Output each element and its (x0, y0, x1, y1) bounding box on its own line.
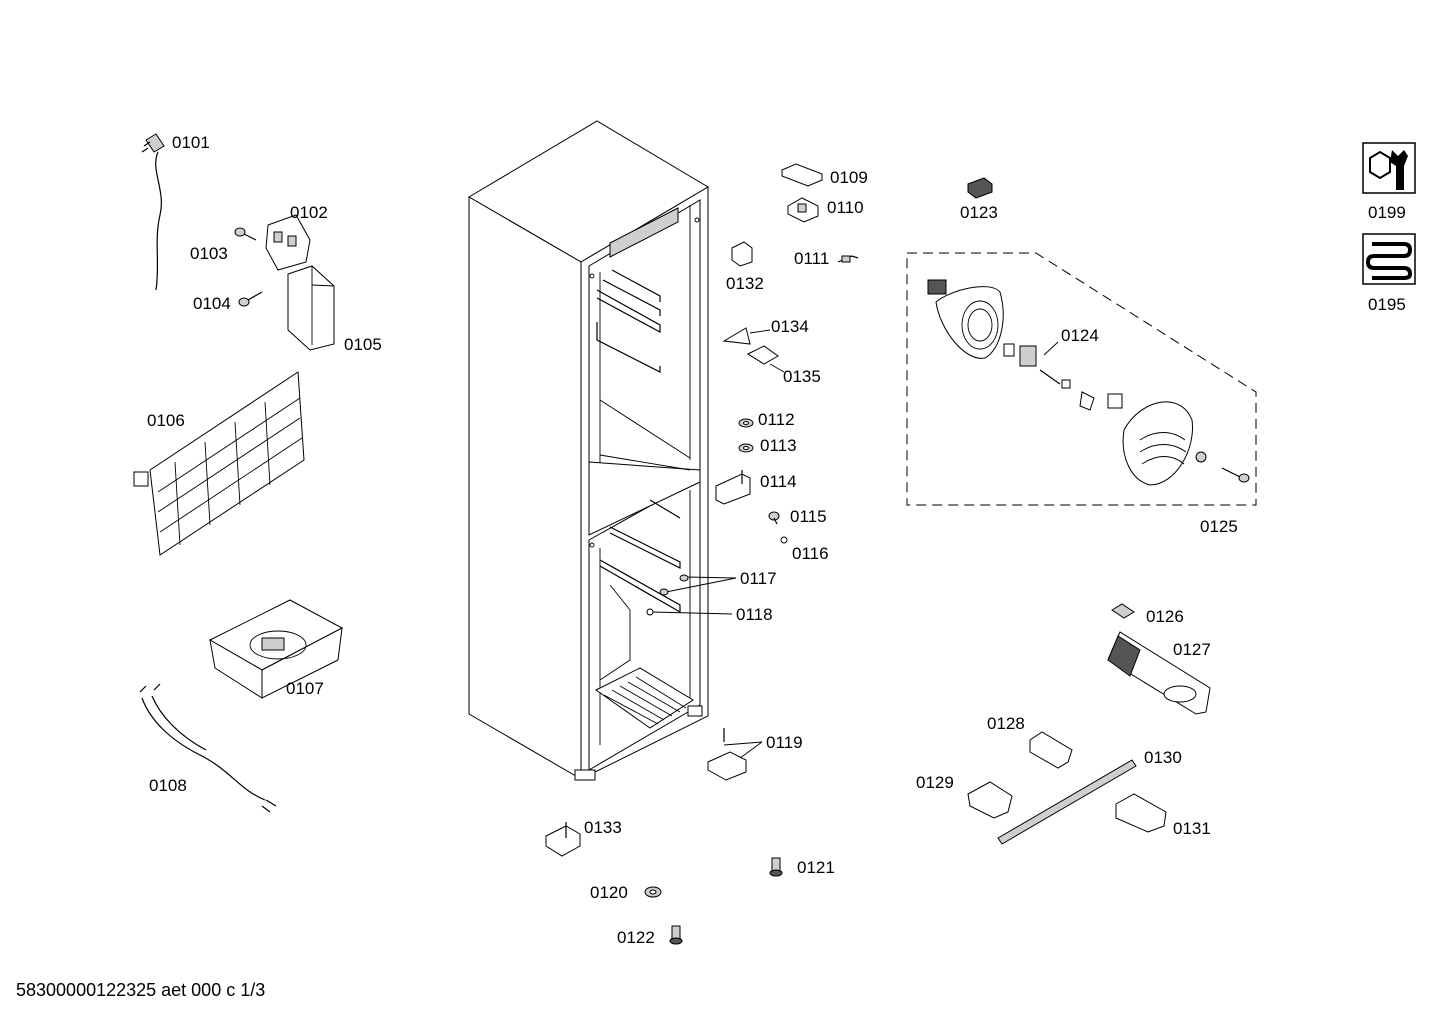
document-footer: 58300000122325 aet 000 c 1/3 (16, 980, 266, 1000)
label-0104: 0104 (193, 294, 231, 313)
label-0131: 0131 (1173, 819, 1211, 838)
label-0134: 0134 (771, 317, 809, 336)
condenser-grille-part (133, 371, 305, 556)
screw-part-0104 (238, 291, 263, 307)
cover-box-part (287, 265, 335, 351)
leader-lines-0117-0118 (646, 574, 737, 616)
label-0110: 0110 (827, 198, 864, 217)
washer-part-0113 (738, 443, 754, 453)
label-0107: 0107 (286, 679, 324, 698)
rod-part-0130 (997, 759, 1137, 845)
screw-part-0103 (234, 227, 257, 241)
fridge-cabinet (468, 120, 709, 781)
foot-part-0121 (769, 857, 783, 877)
hinge-pin-part-0111 (837, 255, 859, 263)
label-0109: 0109 (830, 168, 868, 187)
label-0125: 0125 (1200, 517, 1238, 536)
label-0105: 0105 (344, 335, 382, 354)
label-0117: 0117 (740, 569, 777, 588)
hinge-part-0114 (715, 470, 751, 505)
lamp-part-0126 (1111, 603, 1135, 619)
lamp-cover-part-0127 (1107, 631, 1211, 715)
washer-part-0112 (738, 418, 754, 428)
wedge-part-0134 (722, 327, 771, 345)
cap-part-0116 (780, 536, 788, 544)
label-0126: 0126 (1146, 607, 1184, 626)
bracket-part-0132 (731, 241, 753, 267)
power-cord-part (141, 133, 165, 291)
label-0195: 0195 (1368, 295, 1406, 314)
washer-part-0120 (644, 886, 662, 898)
heating-coil-icon (1362, 233, 1416, 285)
label-0129: 0129 (916, 773, 954, 792)
label-0120: 0120 (590, 883, 628, 902)
label-0122: 0122 (617, 928, 655, 947)
label-0130: 0130 (1144, 748, 1182, 767)
label-0103: 0103 (190, 244, 228, 263)
drip-tray-part (208, 599, 344, 699)
switch-part-0123 (967, 177, 993, 199)
label-0127: 0127 (1173, 640, 1211, 659)
holder-part-0129 (967, 781, 1013, 819)
label-0124: 0124 (1061, 326, 1099, 345)
label-0115: 0115 (790, 507, 827, 526)
control-bracket-part (265, 214, 311, 271)
holder-part-0128 (1029, 731, 1073, 769)
hinge-part-0133 (545, 822, 581, 857)
label-0106: 0106 (147, 411, 185, 430)
foot-part-0122 (669, 925, 683, 945)
label-0121: 0121 (797, 858, 835, 877)
cable-part (139, 683, 277, 813)
label-0118: 0118 (736, 605, 773, 624)
label-0102: 0102 (290, 203, 328, 222)
hinge-part-0119 (707, 728, 763, 781)
part-labels: 0101 0102 0103 0104 0105 0106 0107 0108 … (147, 133, 1406, 947)
cover-part-0109 (781, 163, 823, 187)
label-0116: 0116 (792, 544, 829, 563)
label-0128: 0128 (987, 714, 1025, 733)
screw-part-0115 (768, 511, 780, 525)
label-0119: 0119 (766, 733, 803, 752)
label-0111: 0111 (794, 249, 829, 268)
label-0133: 0133 (584, 818, 622, 837)
tray-part-0135 (746, 345, 785, 373)
wrench-nut-icon (1362, 142, 1416, 194)
clip-part-0110 (787, 197, 819, 223)
label-0132: 0132 (726, 274, 764, 293)
label-0123: 0123 (960, 203, 998, 222)
label-0114: 0114 (760, 472, 797, 491)
label-0108: 0108 (149, 776, 187, 795)
label-0101: 0101 (172, 133, 210, 152)
label-0113: 0113 (760, 436, 797, 455)
label-0199: 0199 (1368, 203, 1406, 222)
label-0135: 0135 (783, 367, 821, 386)
label-0112: 0112 (758, 410, 795, 429)
cover-part-0131 (1115, 793, 1167, 833)
fan-assembly-box (906, 252, 1257, 506)
